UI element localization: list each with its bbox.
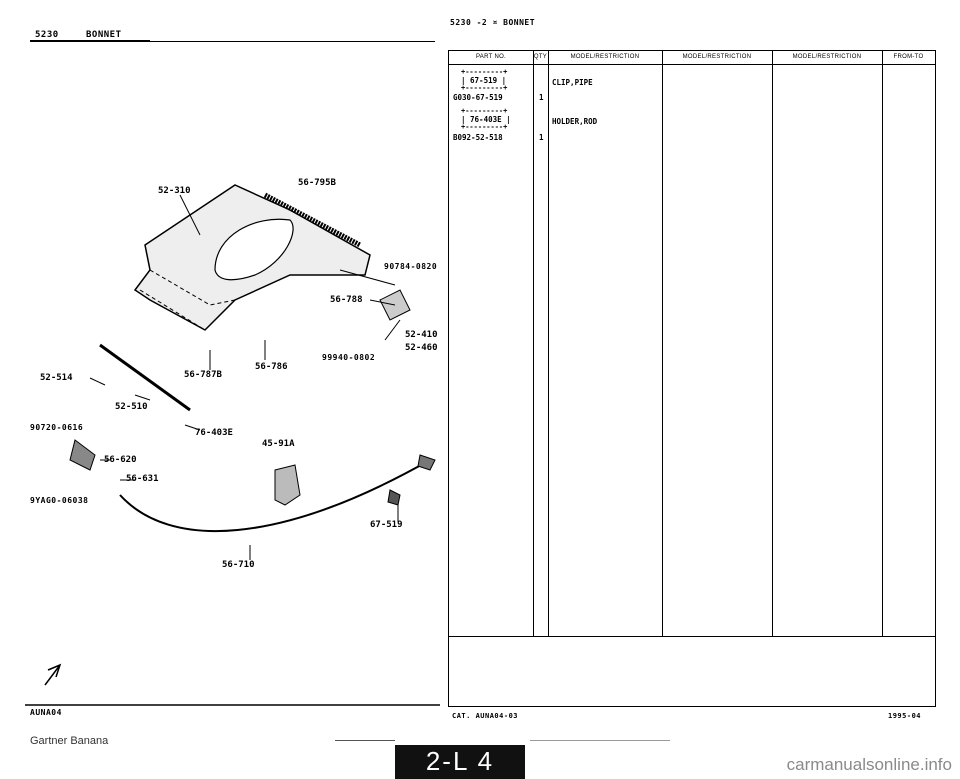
table-row-qty: 1 bbox=[539, 93, 544, 102]
part-number-90720: 90720-0616 bbox=[30, 423, 84, 432]
callout-56-631: 56-631 bbox=[126, 474, 159, 484]
section-code: 5230 bbox=[35, 30, 59, 40]
callout-52-510: 52-510 bbox=[115, 402, 148, 412]
column-header-qty: QTY bbox=[533, 54, 548, 60]
callout-56-787b: 56-787B bbox=[184, 370, 222, 380]
catalog-date: 1995-04 bbox=[888, 712, 922, 720]
table-row-qty: 1 bbox=[539, 133, 544, 142]
brand-label: Gartner Banana bbox=[30, 735, 109, 747]
callout-76-403e: 76-403E bbox=[195, 428, 233, 438]
table-row-part-no: G030-67-519 bbox=[453, 93, 503, 102]
callout-52-460: 52-460 bbox=[405, 343, 438, 353]
part-number-9yag0: 9YAG0-06038 bbox=[30, 496, 89, 505]
section-title: BONNET bbox=[86, 30, 122, 40]
callout-45-91a: 45-91A bbox=[262, 439, 295, 449]
callout-56-710: 56-710 bbox=[222, 560, 255, 570]
callout-56-795b: 56-795B bbox=[298, 178, 336, 188]
column-header-model-2: MODEL/RESTRICTION bbox=[682, 54, 752, 60]
column-header-part-no: PART NO. bbox=[475, 54, 507, 60]
callout-67-519: 67-519 bbox=[370, 520, 403, 530]
parts-table: PART NO. QTY MODEL/RESTRICTION MODEL/RES… bbox=[448, 50, 936, 707]
table-row-description: HOLDER,ROD bbox=[552, 117, 598, 126]
page-title: 5230 -2 ¤ BONNET bbox=[450, 18, 536, 27]
exploded-parts-diagram bbox=[25, 184, 440, 706]
callout-52-310: 52-310 bbox=[158, 186, 191, 196]
header-underline bbox=[30, 40, 150, 42]
part-number-99940: 99940-0802 bbox=[322, 353, 376, 362]
header-rule bbox=[150, 41, 435, 42]
column-header-model-3: MODEL/RESTRICTION bbox=[792, 54, 862, 60]
column-header-model-1: MODEL/RESTRICTION bbox=[570, 54, 640, 60]
table-row-description: CLIP,PIPE bbox=[552, 78, 593, 87]
table-row-ref: | 76-403E | bbox=[461, 115, 511, 124]
callout-56-786: 56-786 bbox=[255, 362, 288, 372]
callout-52-514: 52-514 bbox=[40, 373, 73, 383]
column-header-from-to: FROM-TO bbox=[893, 54, 924, 60]
watermark: carmanualsonline.info bbox=[786, 755, 952, 774]
diagram-code: AUNA04 bbox=[30, 708, 62, 717]
table-row-part-no: B092-52-518 bbox=[453, 133, 503, 142]
catalog-number: CAT. AUNA04-03 bbox=[452, 712, 519, 720]
part-number-90784: 90784-0820 bbox=[384, 262, 438, 271]
page-number: 2-L 4 bbox=[395, 745, 525, 779]
callout-56-620: 56-620 bbox=[104, 455, 137, 465]
callout-52-410: 52-410 bbox=[405, 330, 438, 340]
table-row-ref: | 67-519 | bbox=[461, 76, 507, 85]
callout-56-788: 56-788 bbox=[330, 295, 363, 305]
